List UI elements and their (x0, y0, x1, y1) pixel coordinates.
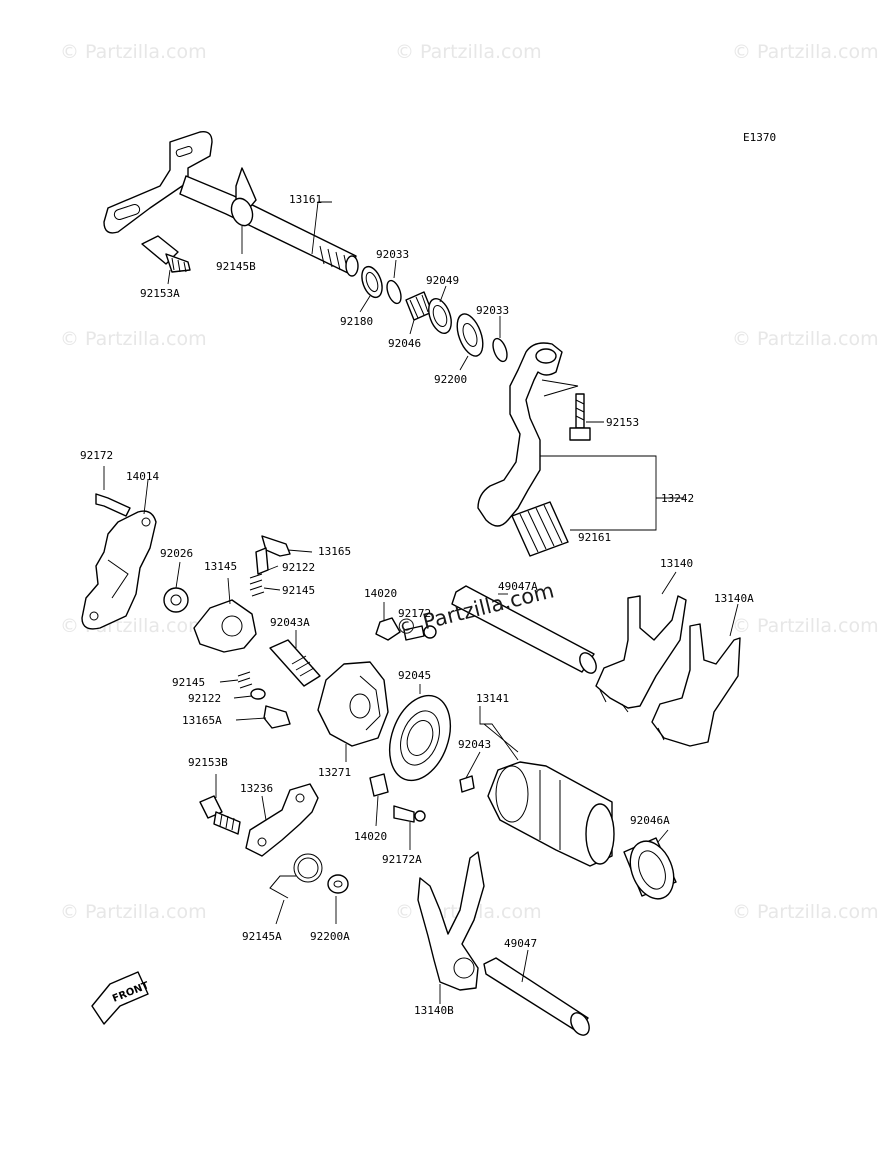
label-92043a: 92043A (270, 616, 310, 629)
label-92153: 92153 (606, 416, 639, 429)
collar-92026 (163, 587, 189, 613)
fork-13140a (651, 623, 741, 747)
label-92180: 92180 (340, 315, 373, 328)
rod-49047a (451, 585, 597, 674)
drum-cam-13271 (317, 661, 389, 747)
stopper-14020-upper (375, 617, 437, 641)
label-92172: 92172 (398, 607, 431, 620)
label-13242: 13242 (661, 492, 694, 505)
label-13141: 13141 (476, 692, 509, 705)
label-92161: 92161 (578, 531, 611, 544)
label-13140a: 13140A (714, 592, 754, 605)
guide-plate-14014 (81, 493, 157, 630)
shaft-small-parts (361, 265, 508, 363)
watermark: © Partzilla.com (732, 901, 879, 923)
watermark: © Partzilla.com (732, 615, 879, 637)
shift-drum-13141 (459, 761, 615, 867)
label-92145: 92145 (282, 584, 315, 597)
label-92049: 92049 (426, 274, 459, 287)
label-14020: 14020 (364, 587, 397, 600)
label-92033: 92033 (476, 304, 509, 317)
label-92200a: 92200A (310, 930, 350, 943)
label-49047: 49047 (504, 937, 537, 950)
diagram-code: E1370 (743, 131, 776, 144)
shift-pedal (477, 342, 591, 557)
stopper-14020-lower (369, 773, 426, 823)
fork-13140 (595, 595, 687, 713)
leader-lines (103, 201, 739, 1004)
needle-bearing-92046a (623, 837, 677, 900)
fork-13140b (417, 851, 485, 991)
label-92153b: 92153B (188, 756, 228, 769)
label-92122: 92122 (282, 561, 315, 574)
watermark: © Partzilla.com (60, 328, 207, 350)
label-92145: 92145 (172, 676, 205, 689)
bearing-92045 (388, 694, 452, 782)
part-labels: 13161 92145B 92153A 92033 92049 92180 92… (80, 193, 754, 1017)
label-13236: 13236 (240, 782, 273, 795)
rod-49047 (483, 957, 590, 1036)
label-92026: 92026 (160, 547, 193, 560)
spring-92145a (269, 853, 323, 899)
bolt-92153b (199, 795, 241, 835)
label-13161: 13161 (289, 193, 322, 206)
label-92122: 92122 (188, 692, 221, 705)
front-direction-arrow: FRONT (91, 971, 151, 1025)
watermark: © Partzilla.com (395, 41, 542, 63)
label-92153a: 92153A (140, 287, 180, 300)
label-92172a: 92172A (382, 853, 422, 866)
label-92043: 92043 (458, 738, 491, 751)
lever-13145 (193, 599, 257, 653)
watermark: © Partzilla.com (60, 901, 207, 923)
watermark: © Partzilla.com (732, 41, 879, 63)
label-92046a: 92046A (630, 814, 670, 827)
watermark: © Partzilla.com (60, 41, 207, 63)
detent-parts (237, 671, 291, 729)
watermark: © Partzilla.com (732, 328, 879, 350)
bolt-92153a (141, 235, 191, 273)
label-92145a: 92145A (242, 930, 282, 943)
pin-92043a (269, 639, 321, 687)
label-14014: 14014 (126, 470, 159, 483)
label-13140: 13140 (660, 557, 693, 570)
label-92172: 92172 (80, 449, 113, 462)
label-13145: 13145 (204, 560, 237, 573)
label-14020: 14020 (354, 830, 387, 843)
label-13165: 13165 (318, 545, 351, 558)
label-13165a: 13165A (182, 714, 222, 727)
label-92045: 92045 (398, 669, 431, 682)
label-92033: 92033 (376, 248, 409, 261)
washer-92200a (327, 874, 349, 894)
label-13271: 13271 (318, 766, 351, 779)
pin-13165 (249, 535, 291, 597)
label-13140b: 13140B (414, 1004, 454, 1017)
label-92200: 92200 (434, 373, 467, 386)
label-49047a: 49047A (498, 580, 538, 593)
label-92145b: 92145B (216, 260, 256, 273)
shift-shaft (103, 131, 359, 277)
label-92046: 92046 (388, 337, 421, 350)
lever-13236 (245, 783, 319, 857)
